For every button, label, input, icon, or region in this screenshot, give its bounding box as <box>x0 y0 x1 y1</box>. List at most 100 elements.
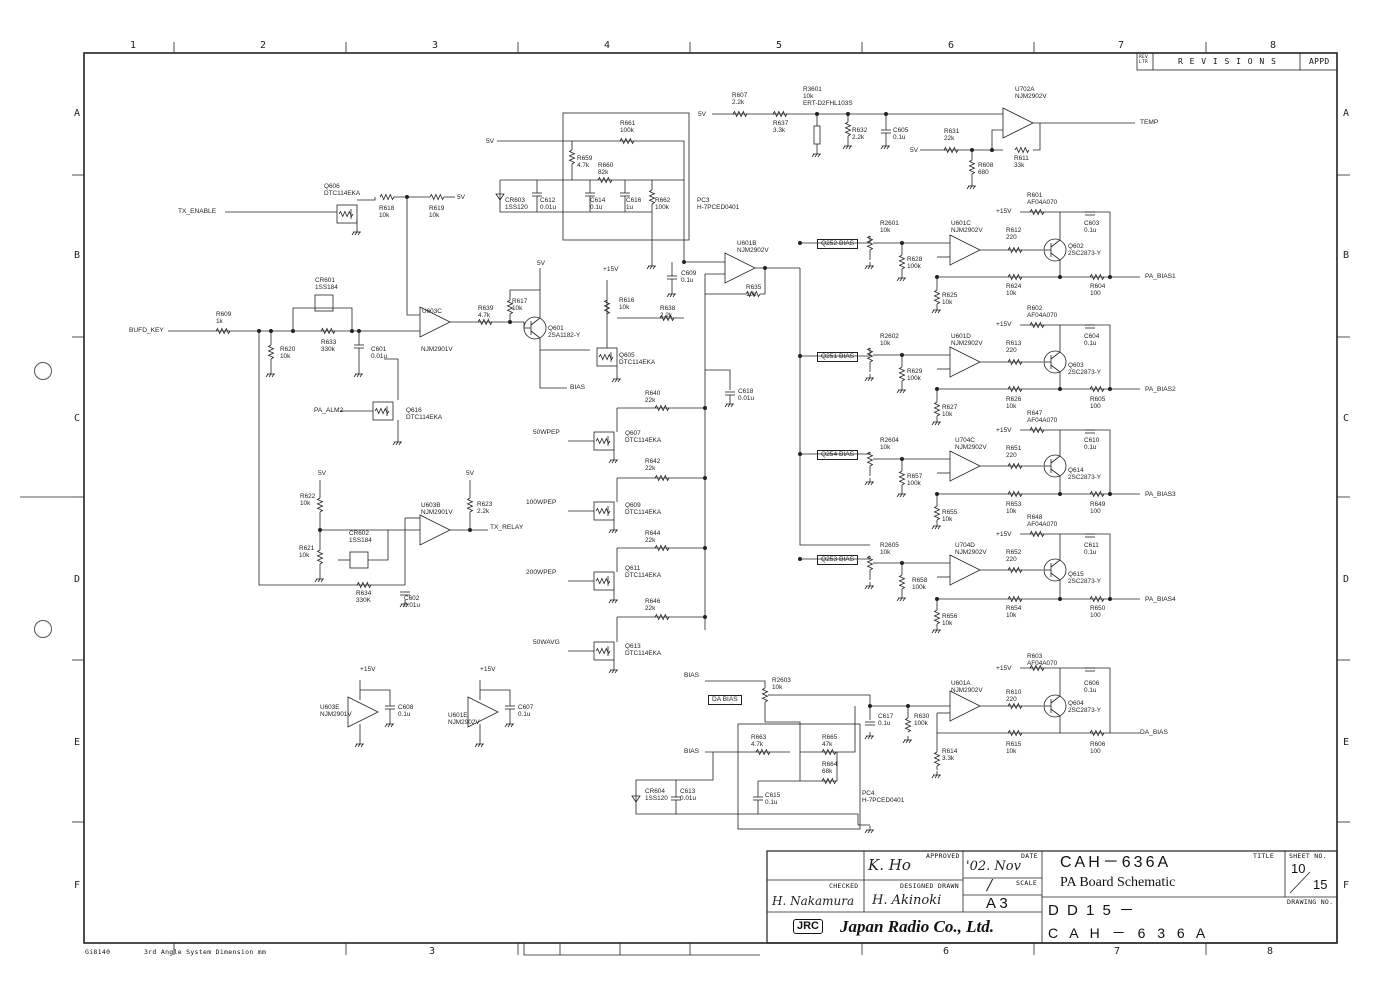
component-ref: R638 <box>660 305 676 312</box>
transistor-symbol <box>1050 455 1061 464</box>
component-value: 100k <box>914 720 928 728</box>
row-label: E <box>1343 737 1350 748</box>
net-label: +15V <box>360 666 376 673</box>
component-ref: R652 <box>1006 549 1022 556</box>
transistor-symbol <box>1050 239 1061 248</box>
junction-dot <box>467 528 472 533</box>
ground-symbol <box>905 739 909 744</box>
component-ref: NJM2901V <box>421 346 453 353</box>
ground-symbol <box>902 597 906 602</box>
ground-symbol <box>896 493 900 498</box>
component-ref: R616 <box>619 297 635 304</box>
ground-symbol <box>351 231 355 236</box>
component-ref: R634 <box>356 590 372 597</box>
wire <box>1020 533 1111 599</box>
column-label: 8 <box>1267 946 1274 957</box>
component-ref: R606 <box>1090 741 1106 748</box>
resistor-symbol <box>1007 358 1023 366</box>
ground-symbol <box>724 403 728 408</box>
component-ref: R620 <box>280 346 296 353</box>
net-label: TEMP <box>1140 119 1159 126</box>
junction-dot <box>349 328 354 333</box>
bias-net-box: DA BIAS <box>708 695 742 705</box>
component-ref: R607 <box>732 92 748 99</box>
component-value: 82k <box>598 169 609 177</box>
component-ref: U601E <box>448 712 468 719</box>
resistor-symbol <box>1089 273 1105 281</box>
ground-symbol <box>867 265 871 270</box>
ground-symbol <box>395 441 399 446</box>
digital-transistor-symbol <box>593 431 615 451</box>
component-value: 0.01u <box>371 353 387 361</box>
resistor-symbol <box>821 748 837 756</box>
component-value: DTC114EKA <box>625 572 662 580</box>
ground-symbol <box>268 373 272 378</box>
component-value: 100 <box>1090 290 1101 298</box>
model-number: CAH－636A <box>1060 854 1172 871</box>
drawing-number: C A H － 6 3 6 A <box>1048 925 1210 941</box>
resistor-symbol <box>1089 595 1105 603</box>
component-ref: R648 <box>1027 514 1043 521</box>
net-label: +15V <box>603 266 619 273</box>
ground-symbol <box>611 529 615 534</box>
component-value: 10k <box>429 212 440 220</box>
pc4-module-outline <box>737 723 861 830</box>
component-ref: R614 <box>942 748 958 755</box>
wire <box>357 197 376 201</box>
ground-symbol <box>867 481 871 486</box>
column-label: 6 <box>943 946 950 957</box>
resistor-symbol <box>1007 462 1023 470</box>
ground-symbol <box>614 669 618 674</box>
resistor-symbol <box>477 318 493 326</box>
net-label: 5V <box>537 260 546 267</box>
sheet-total: 15 <box>1313 877 1328 892</box>
resistor-symbol <box>1029 664 1045 672</box>
junction-dot <box>1108 274 1113 279</box>
component-ref: R653 <box>1006 501 1022 508</box>
component-value: DTC114EKA <box>625 437 662 445</box>
component-ref: Q606 <box>324 183 340 190</box>
net-label: TX_ENABLE <box>178 208 217 215</box>
component-value: 0.1u <box>1084 549 1097 557</box>
scale-label: SCALE <box>1016 879 1038 887</box>
component-ref: R626 <box>1006 396 1022 403</box>
component-ref: R618 <box>379 205 395 212</box>
component-ref: U603E <box>320 704 340 711</box>
ground-symbol <box>867 735 871 740</box>
component-value: 10k <box>619 304 630 312</box>
ground-symbol <box>614 459 618 464</box>
resistor-symbol <box>755 748 771 756</box>
component-value: 1SS184 <box>315 284 338 292</box>
component-value: 220 <box>1006 556 1017 564</box>
ground-symbol <box>357 231 361 236</box>
component-ref: CR602 <box>349 530 369 537</box>
component-value: 10k <box>942 620 953 628</box>
resistor-symbol <box>429 193 445 201</box>
digital-transistor-symbol <box>593 501 615 521</box>
ground-symbol <box>842 145 846 150</box>
component-value: 100k <box>912 584 926 592</box>
net-label: +15V <box>480 666 496 673</box>
component-value: 10k <box>379 212 390 220</box>
component-value: 10k <box>772 684 783 692</box>
scale-value: / <box>987 876 993 894</box>
component-ref: C608 <box>398 704 414 711</box>
ground-symbol <box>899 389 903 394</box>
component-ref: R609 <box>216 311 232 318</box>
sheet-number: 10 <box>1291 861 1306 876</box>
date-label: DATE <box>1021 852 1038 860</box>
